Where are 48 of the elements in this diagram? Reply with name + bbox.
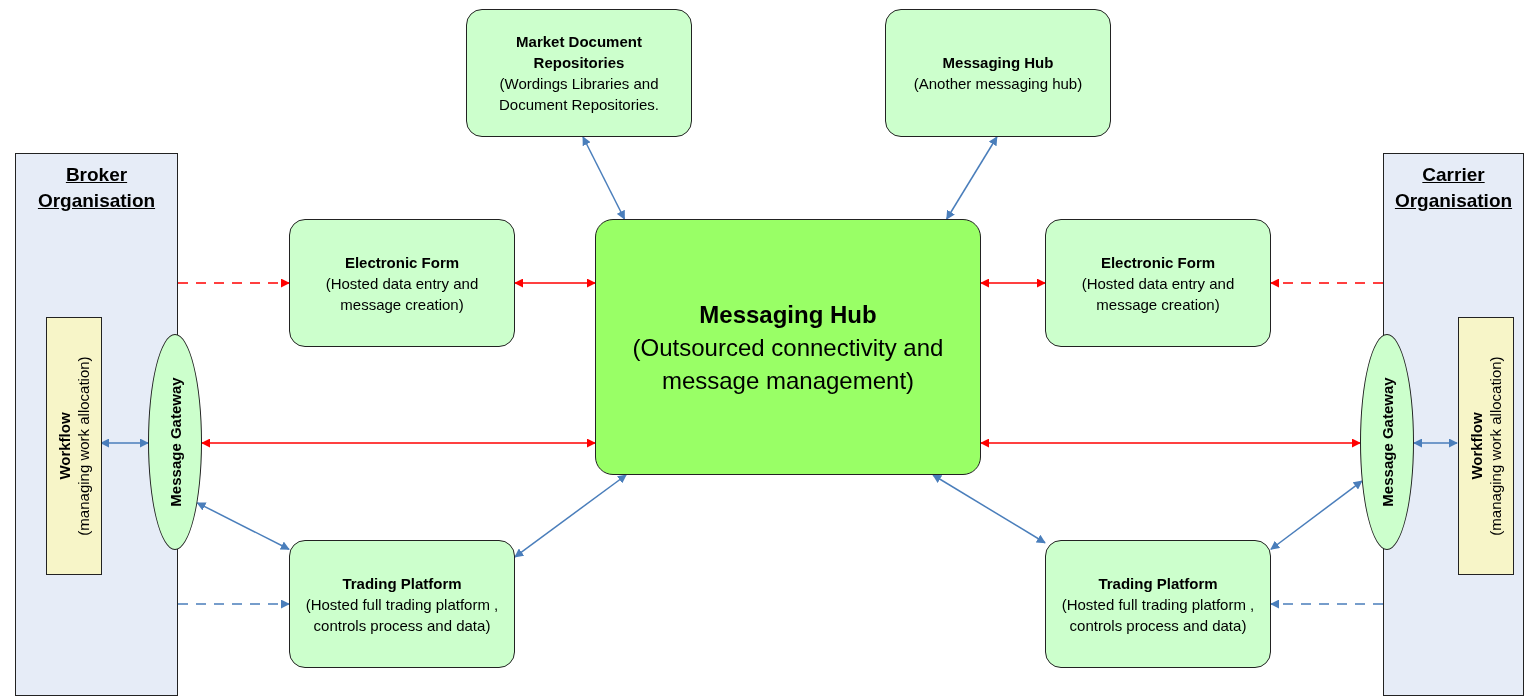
connector-arrow	[946, 136, 998, 220]
workflow-box	[46, 317, 102, 575]
organisation-panel	[1383, 153, 1524, 696]
process-box	[289, 219, 515, 347]
connector-arrow	[932, 474, 1046, 544]
node-description: (Wordings Libraries and Document Repositories.	[497, 74, 661, 115]
process-box	[1045, 219, 1271, 347]
process-box	[1045, 540, 1271, 668]
connector-arrow	[177, 599, 290, 609]
node-title: Trading Platform	[342, 573, 462, 594]
connector-arrow	[1270, 480, 1363, 550]
process-box	[885, 9, 1111, 137]
node-description: (managing work allocation)	[1486, 356, 1505, 536]
workflow-box	[1458, 317, 1514, 575]
node-description: (Hosted data entry and message creation)	[1080, 273, 1236, 315]
node-title: Message Gateway	[1377, 377, 1397, 507]
node-title: Workflow	[1467, 411, 1486, 482]
connector-arrow	[201, 438, 596, 448]
node-description: (Hosted data entry and message creation)	[324, 273, 480, 315]
process-box	[289, 540, 515, 668]
organisation-heading: Carrier Organisation	[1393, 163, 1514, 213]
node-title: Message Gateway	[165, 377, 185, 507]
node-description: (Hosted full trading platform , controls process and data)	[304, 594, 500, 636]
connector-arrow	[514, 278, 596, 288]
node-title: Workflow	[55, 411, 74, 482]
organisation-heading: Broker Organisation	[36, 163, 157, 213]
connector-arrow	[177, 278, 290, 288]
connector-arrow	[980, 438, 1361, 448]
node-description: (Outsourced connectivity and message management)	[631, 332, 945, 396]
node-description: (managing work allocation)	[74, 356, 93, 536]
node-title: Electronic Form	[344, 252, 460, 273]
node-title: Market Document Repositories	[515, 32, 643, 73]
connector-arrow	[1270, 599, 1384, 609]
connector-arrow	[1413, 438, 1458, 448]
node-description: (Hosted full trading platform , controls process and data)	[1060, 594, 1256, 636]
node-title: Messaging Hub	[699, 299, 877, 330]
node-description: (Another messaging hub)	[913, 74, 1083, 94]
connector-arrow	[100, 438, 149, 448]
connector-arrow	[196, 502, 290, 550]
connector-arrow	[514, 474, 627, 558]
process-box	[466, 9, 692, 137]
node-title: Messaging Hub	[942, 53, 1054, 73]
hub-box	[595, 219, 981, 475]
connector-arrow	[582, 136, 626, 220]
node-title: Trading Platform	[1098, 573, 1218, 594]
connector-arrow	[980, 278, 1046, 288]
connector-arrow	[1270, 278, 1384, 288]
node-title: Electronic Form	[1100, 252, 1216, 273]
